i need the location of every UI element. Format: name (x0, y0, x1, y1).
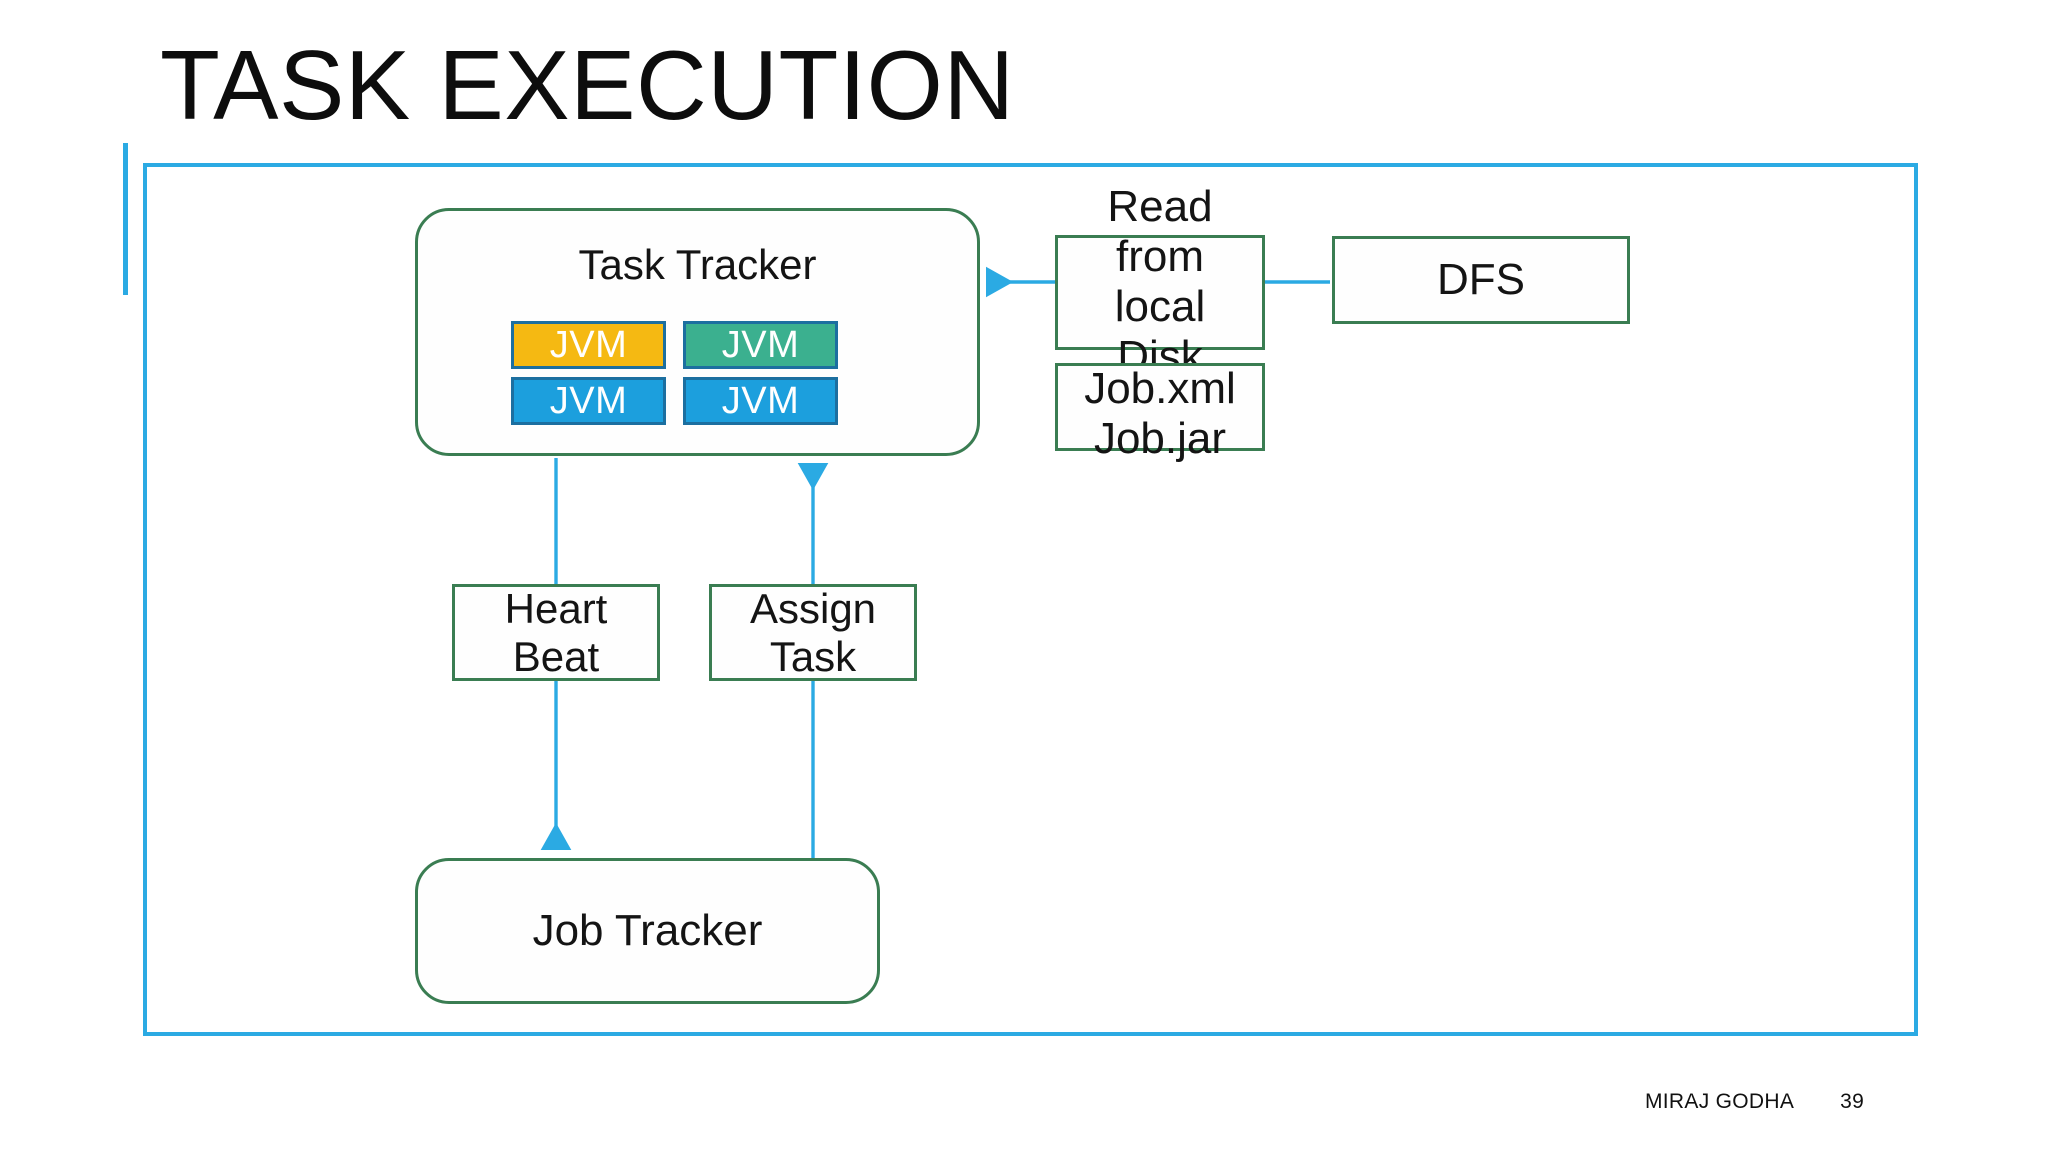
job-tracker-node[interactable]: Job Tracker (415, 858, 880, 1004)
task-tracker-node[interactable]: Task Tracker JVM JVM JVM JVM (415, 208, 980, 456)
jvm-block-3[interactable]: JVM (511, 377, 666, 425)
accent-bar (123, 143, 128, 295)
footer: MIRAJ GODHA 39 (1645, 1090, 1864, 1114)
jvm-block-4[interactable]: JVM (683, 377, 838, 425)
heart-beat-node[interactable]: Heart Beat (452, 584, 660, 681)
page-number: 39 (1840, 1090, 1865, 1113)
footer-author: MIRAJ GODHA (1645, 1090, 1795, 1113)
page-title: TASK EXECUTION (160, 30, 1015, 140)
jvm-block-2[interactable]: JVM (683, 321, 838, 369)
job-files-node[interactable]: Job.xml Job.jar (1055, 363, 1265, 463)
read-from-local-disk-label: Read from local Disk (1107, 182, 1213, 382)
assign-task-node[interactable]: Assign Task (709, 584, 917, 681)
dfs-node[interactable]: DFS (1332, 236, 1630, 324)
task-tracker-label: Task Tracker (578, 241, 817, 288)
content-frame (143, 163, 1918, 1036)
jvm-block-1[interactable]: JVM (511, 321, 666, 369)
job-files-label: Job.xml Job.jar (1084, 364, 1236, 464)
read-from-local-disk-node[interactable]: Read from local Disk (1055, 182, 1265, 381)
